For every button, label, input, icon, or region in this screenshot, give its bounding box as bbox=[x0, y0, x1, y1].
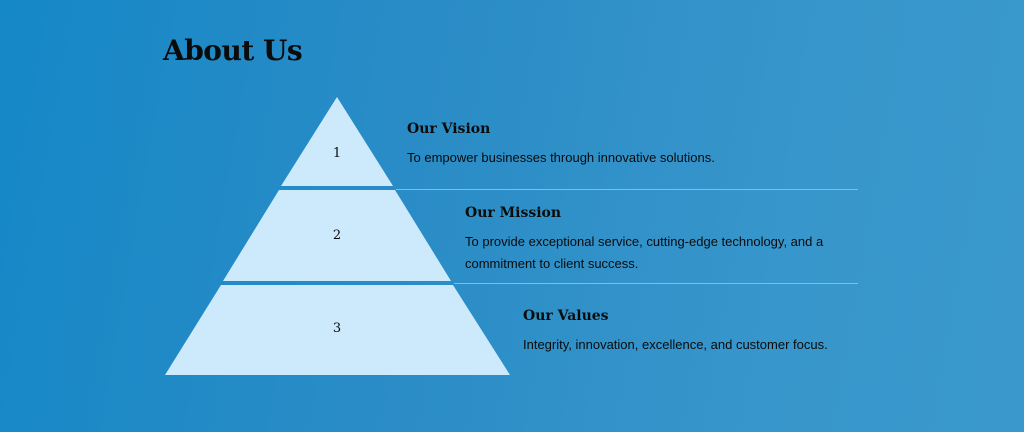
tier-number-2: 2 bbox=[332, 228, 342, 243]
divider bbox=[396, 189, 858, 190]
pyramid-tier-3 bbox=[165, 285, 510, 375]
values-heading: Our Values bbox=[523, 308, 609, 324]
tier-number-3: 3 bbox=[332, 321, 342, 336]
mission-heading: Our Mission bbox=[465, 205, 562, 221]
vision-block: Our Vision To empower businesses through… bbox=[407, 121, 715, 169]
vision-heading: Our Vision bbox=[407, 121, 491, 137]
pyramid-tier-2 bbox=[223, 190, 451, 281]
values-block: Our Values Integrity, innovation, excell… bbox=[523, 308, 828, 356]
values-text: Integrity, innovation, excellence, and c… bbox=[523, 337, 828, 352]
mission-text: To provide exceptional service, cutting-… bbox=[465, 234, 824, 271]
divider bbox=[454, 283, 858, 284]
page-title: About Us bbox=[163, 34, 303, 67]
pyramid-tier-1 bbox=[281, 97, 393, 186]
vision-text: To empower businesses through innovative… bbox=[407, 150, 715, 165]
tier-number-1: 1 bbox=[332, 146, 342, 161]
mission-block: Our Mission To provide exceptional servi… bbox=[465, 205, 855, 275]
